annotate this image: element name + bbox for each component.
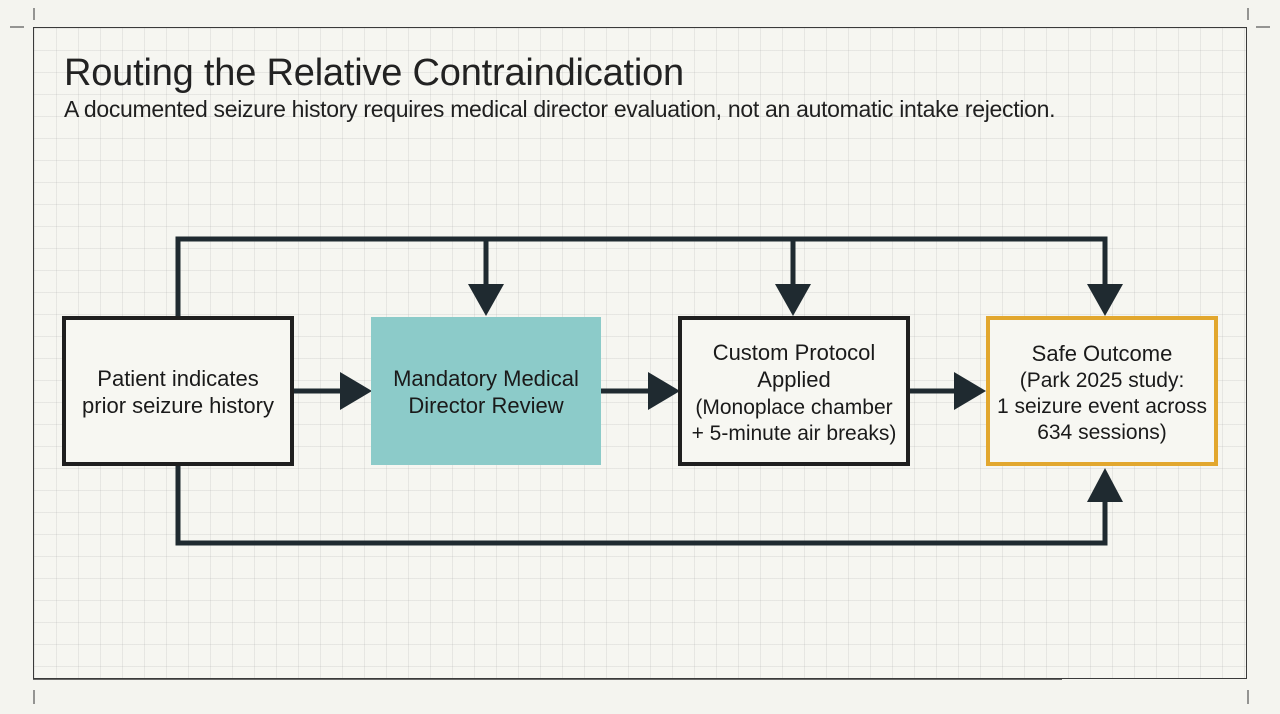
node-patient-line2: prior seizure history [82, 393, 274, 418]
node-outcome-line3: 1 seizure event across [997, 395, 1207, 418]
page-title: Routing the Relative Contraindication [64, 52, 684, 94]
node-review: Mandatory Medical Director Review [371, 317, 601, 465]
node-protocol-line2: Applied [757, 367, 830, 392]
arrowhead-down-review [468, 284, 504, 316]
node-outcome-line2: (Park 2025 study: [1020, 369, 1185, 392]
node-protocol-line1: Custom Protocol [713, 340, 876, 365]
node-protocol: Custom Protocol Applied (Monoplace chamb… [678, 316, 910, 466]
arrowhead-right-1 [340, 372, 372, 410]
node-outcome-line4: 634 sessions) [1037, 421, 1167, 444]
node-outcome-line1: Safe Outcome [1032, 341, 1173, 366]
arrowhead-up-outcome [1087, 468, 1123, 502]
arrowhead-right-2 [648, 372, 680, 410]
node-protocol-line4: + 5-minute air breaks) [692, 422, 897, 445]
node-review-line1: Mandatory Medical [393, 366, 579, 391]
corner-marks [10, 8, 1270, 704]
node-patient: Patient indicates prior seizure history [62, 316, 294, 466]
arrowhead-down-protocol [775, 284, 811, 316]
bottom-bus-line [175, 464, 1108, 546]
top-bus-line [175, 236, 1108, 318]
arrowhead-right-3 [954, 372, 986, 410]
node-outcome: Safe Outcome (Park 2025 study: 1 seizure… [986, 316, 1218, 466]
arrowhead-down-outcome [1087, 284, 1123, 316]
node-protocol-line3: (Monoplace chamber [695, 396, 892, 419]
node-patient-line1: Patient indicates [97, 366, 258, 391]
node-review-line2: Director Review [408, 393, 563, 418]
page-subtitle: A documented seizure history requires me… [64, 96, 1056, 122]
